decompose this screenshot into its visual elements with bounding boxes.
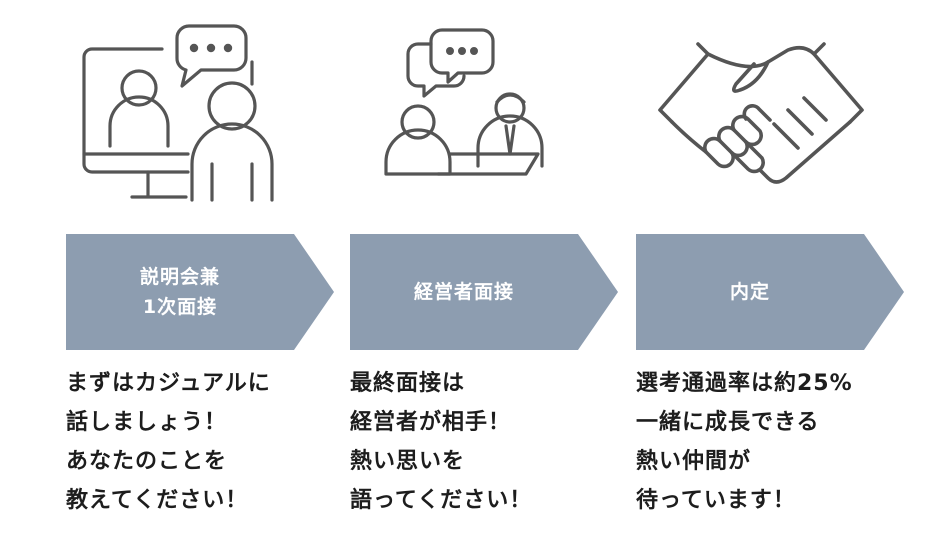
step-1-description: まずはカジュアルに 話しましょう！ あなたのことを 教えてください！: [66, 371, 271, 513]
step-2-arrow: 経営者面接: [350, 234, 618, 350]
step-3-description: 選考通過率は約25% 一緒に成長できる 熱い仲間が 待っています！: [636, 371, 853, 513]
step-2-description: 最終面接は 経営者が相手！ 熱い思いを 語ってください！: [350, 371, 533, 513]
handshake-icon: [636, 14, 886, 214]
video-call-icon: [66, 14, 316, 214]
step-1-arrow: 説明会兼 1次面接: [66, 234, 334, 350]
step-1-label: 説明会兼 1次面接: [139, 266, 220, 318]
step-1: 説明会兼 1次面接 まずはカジュアルに 話しましょう！ あなたのことを 教えてく…: [66, 0, 356, 543]
step-2: 経営者面接 最終面接は 経営者が相手！ 熱い思いを 語ってください！: [350, 0, 640, 543]
step-3: 内定 選考通過率は約25% 一緒に成長できる 熱い仲間が 待っています！: [636, 0, 926, 543]
interview-icon: [350, 14, 600, 214]
step-3-label: 内定: [729, 281, 770, 303]
step-3-arrow: 内定: [636, 234, 904, 350]
step-2-label: 経営者面接: [413, 281, 514, 303]
